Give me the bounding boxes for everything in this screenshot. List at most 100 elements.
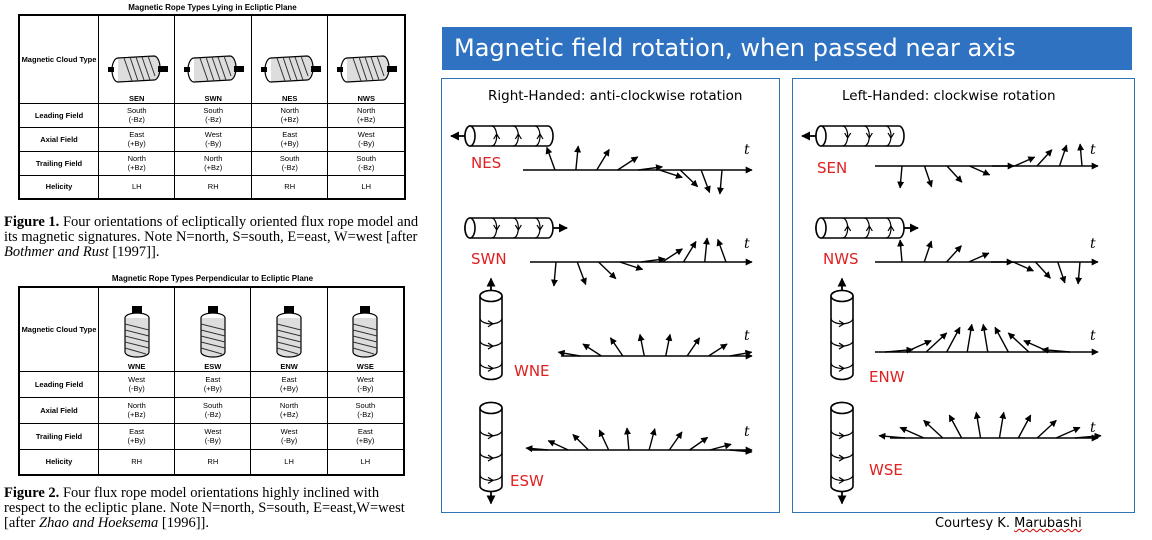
fan-nws-vector — [945, 245, 962, 263]
label-enw: ENW — [869, 368, 905, 386]
cylinder-swn-end — [464, 217, 476, 239]
table-cell: North(+Bz) — [174, 150, 252, 176]
right-handed-panel — [441, 78, 780, 513]
row-label: Leading Field — [18, 102, 99, 128]
cylinder-esw-chevron — [487, 454, 495, 462]
cylinder-swn-chevron — [493, 224, 501, 232]
cylinder-wne-band — [479, 362, 503, 369]
table2-title: Magnetic Rope Types Perpendicular to Ecl… — [111, 274, 314, 283]
time-label-esw: t — [744, 424, 750, 440]
fan-nes-vector — [545, 146, 556, 171]
time-label-enw: t — [1090, 328, 1096, 344]
flux-rope-icon — [184, 54, 245, 83]
label-nes: NES — [471, 154, 502, 172]
fan-wse-vector — [973, 411, 982, 439]
fan-wse-vector — [899, 426, 925, 439]
cylinder-nes-end — [464, 125, 476, 147]
table-cell: LH — [250, 448, 328, 476]
table1-title: Magnetic Rope Types Lying in Ecliptic Pl… — [128, 3, 297, 12]
figure-1-end: [1997]]. — [108, 244, 160, 260]
fan-nws-vector — [1075, 261, 1083, 285]
cylinder-wne-chevron — [487, 342, 495, 350]
label-swn: SWN — [471, 250, 507, 268]
time-label-sen: t — [1090, 142, 1096, 158]
cylinder-esw-end — [479, 401, 503, 415]
row-label: Helicity — [18, 448, 99, 476]
table-cell: West(-By) — [174, 422, 252, 450]
cylinder-wse-band — [830, 474, 854, 481]
flux-rope-icon — [337, 54, 398, 83]
fan-swn-vector — [716, 238, 727, 263]
left-handed-panel — [792, 78, 1135, 513]
fan-wne-vector — [708, 343, 728, 357]
rope-type-code: SWN — [204, 93, 222, 103]
cylinder-enw-chevron — [838, 342, 846, 350]
cylinder-nws-chevron — [865, 224, 873, 232]
figure-1-label: Figure 1. — [4, 214, 60, 230]
rope-type-enw: ENW — [250, 286, 328, 372]
table-cell: North(+Bz) — [250, 396, 328, 424]
fan-sen-vector — [923, 165, 933, 188]
cylinder-nes-band — [491, 125, 498, 147]
fan-swn-vector — [598, 261, 617, 280]
rope-type-code: NWS — [357, 93, 375, 103]
fan-esw-vector — [648, 428, 657, 451]
cylinder-wne-band — [479, 318, 503, 325]
table-cell: LH — [326, 448, 405, 476]
rope-type-swn: SWN — [174, 14, 252, 104]
table-cell: RH — [174, 448, 252, 476]
figure-2-caption: Figure 2. Four flux rope model orientati… — [4, 486, 422, 531]
fan-enw-vector — [980, 323, 989, 353]
cylinder-swn-band — [513, 217, 519, 239]
table-cell: South(-Bz) — [250, 150, 329, 176]
fan-enw-vector — [1007, 332, 1030, 353]
fan-nes-vector — [617, 156, 639, 171]
fan-enw-vector — [946, 326, 961, 353]
fan-esw-vector — [729, 447, 753, 455]
cylinder-nes-band — [534, 125, 541, 147]
cylinder-swn-chevron — [514, 224, 522, 232]
table-cell: LH — [327, 174, 406, 200]
time-label-nws: t — [1090, 236, 1096, 252]
figure-2-end: [1996]]. — [158, 515, 209, 531]
fan-wne-vector — [582, 343, 602, 357]
table-cell: South(-Bz) — [174, 102, 252, 128]
table-cell: East(+By) — [326, 422, 405, 450]
table-cell: East(+By) — [250, 370, 328, 398]
figure-1-text: Four orientations of ecliptically orient… — [4, 214, 419, 245]
rope-type-wne: WNE — [97, 286, 176, 372]
cylinder-wne-chevron — [487, 320, 495, 328]
cylinder-sen-band — [842, 125, 849, 147]
cylinder-esw-chevron — [487, 432, 495, 440]
cylinder-nws-chevron — [887, 224, 895, 232]
fan-nws-vector — [897, 239, 905, 263]
cylinder-nws-end — [815, 217, 827, 239]
fan-nws-vector — [968, 252, 990, 263]
cylinder-enw-band — [830, 318, 854, 325]
fan-swn-vector — [576, 261, 587, 286]
cylinder-esw-band — [479, 452, 503, 459]
fan-sen-vector — [1077, 143, 1085, 167]
cylinder-swn-chevron — [536, 224, 544, 232]
cylinder-enw-end — [830, 289, 854, 303]
table-cell: East(+By) — [174, 370, 252, 398]
flux-rope-icon — [352, 305, 378, 358]
table-cell: West(-By) — [250, 422, 328, 450]
table-cell: RH — [97, 448, 176, 476]
table-cell: North(+Bz) — [327, 102, 406, 128]
cloud-type-header: Magnetic Cloud Type — [18, 14, 99, 104]
figure-2-label: Figure 2. — [4, 485, 60, 501]
cylinder-nes-chevron — [514, 132, 522, 140]
label-wse: WSE — [869, 461, 903, 479]
row-label: Trailing Field — [18, 150, 99, 176]
fan-wne-vector — [665, 333, 673, 357]
table-cell: East(+By) — [250, 126, 329, 152]
fan-wse-vector — [923, 419, 944, 439]
fan-nes-vector — [659, 169, 683, 179]
cylinder-nes-chevron — [536, 132, 544, 140]
cylinder-esw-band — [479, 474, 503, 481]
cylinder-wse-chevron — [838, 454, 846, 462]
